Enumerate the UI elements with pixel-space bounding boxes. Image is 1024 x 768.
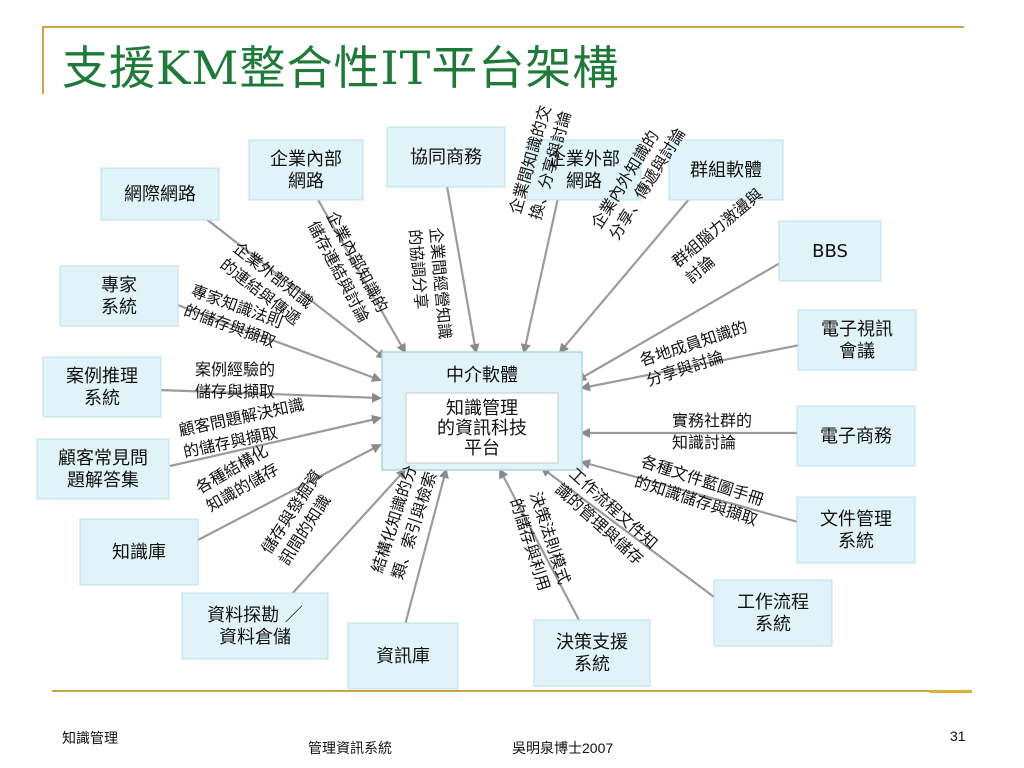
connector-arrow-e5 <box>576 247 807 382</box>
system-node-label: 工作流程 <box>737 592 809 613</box>
connector-arrow-e4 <box>558 197 691 354</box>
system-node-box <box>181 592 329 660</box>
system-node-label: 文件管理 <box>820 509 892 530</box>
connector-arrow-e2 <box>445 185 480 354</box>
footer-subject: 管理資訊系統 <box>308 740 392 756</box>
system-node-label: 資料倉儲 <box>219 627 291 648</box>
slide-title: 支援KM整合性IT平台架構 <box>62 41 620 95</box>
system-node-box <box>668 139 784 201</box>
connector-arrow-e11 <box>580 459 799 524</box>
system-node-box <box>796 496 916 564</box>
connector-arrow-e13 <box>540 466 719 601</box>
footer-rule <box>52 690 972 692</box>
system-node-label: 網路 <box>566 171 602 192</box>
system-node-box <box>713 579 833 647</box>
connector-arrow-e6 <box>174 302 382 382</box>
connector-label-text: 實務社群的 <box>672 411 752 430</box>
footer-accent-rule <box>930 690 972 693</box>
system-node-label: 專家 <box>101 275 137 296</box>
system-node-box <box>59 265 179 327</box>
connector-label-text: 企業間經營知識 <box>426 227 455 340</box>
system-node-box <box>100 167 220 221</box>
connector-label-text: 知識討論 <box>672 433 736 452</box>
system-node-box <box>778 220 882 282</box>
system-node-label: 網際網路 <box>124 184 196 205</box>
connector-arrow-e12 <box>197 444 382 541</box>
title-top-rule <box>42 26 964 28</box>
system-node-box <box>797 309 917 371</box>
system-node-label: 顧客常見問 <box>58 448 148 469</box>
system-node-label: 系統 <box>84 388 120 409</box>
center-inner-text: 的資訊科技 <box>437 418 527 439</box>
system-node-box <box>42 356 162 418</box>
system-node-label: 案例推理 <box>66 366 138 387</box>
system-node-box <box>796 405 916 467</box>
system-node-label: 企業內部 <box>270 149 342 170</box>
system-node-label: 系統 <box>574 654 610 675</box>
system-node-box <box>386 126 506 188</box>
system-node-box <box>79 518 199 586</box>
system-node-box <box>533 619 651 687</box>
connector-arrow-e8 <box>158 388 382 403</box>
footer-author: 吳明泉博士2007 <box>512 740 614 756</box>
center-label: 中介軟體 <box>446 365 518 386</box>
system-node-label: 決策支援 <box>556 632 628 653</box>
system-node-box <box>347 622 459 690</box>
center-inner-text: 知識管理 <box>446 398 518 419</box>
system-node-label: 會議 <box>839 341 875 362</box>
system-node-label: 題解答集 <box>67 470 139 491</box>
system-node-label: 資料探勘 ／ <box>207 605 303 626</box>
system-node-label: 電子視訊 <box>821 319 893 340</box>
footer-page-number: 31 <box>950 728 966 744</box>
title-left-rule <box>42 26 44 94</box>
system-node-label: 網路 <box>288 171 324 192</box>
system-node-label: 群組軟體 <box>690 160 762 181</box>
system-node-box <box>526 139 642 201</box>
system-node-label: 協同商務 <box>410 147 482 168</box>
system-node-label: 企業外部 <box>548 149 620 170</box>
center-inner-box <box>405 392 559 464</box>
connector-arrow-e1 <box>316 197 406 354</box>
connector-arrow-e14 <box>289 468 407 597</box>
connector-arrow-e15 <box>403 468 449 626</box>
connector-label-text: 儲存與擷取 <box>195 382 275 401</box>
center-inner-text: 平台 <box>464 438 500 459</box>
footer-course: 知識管理 <box>62 730 118 746</box>
system-node-label: 系統 <box>755 614 791 635</box>
system-node-label: 電子商務 <box>820 426 892 447</box>
connector-arrow-e7 <box>580 343 801 392</box>
system-node-label: 資訊庫 <box>376 646 430 667</box>
system-node-box <box>248 139 364 201</box>
system-node-box <box>36 438 170 500</box>
connector-arrow-e10 <box>169 414 382 468</box>
connector-arrow-e3 <box>520 197 560 354</box>
connector-label-text: 案例經驗的 <box>195 360 275 379</box>
system-node-label: 知識庫 <box>112 542 166 563</box>
system-node-label: BBS <box>812 241 848 262</box>
connector-arrow-e16 <box>499 468 581 623</box>
system-node-label: 系統 <box>101 297 137 318</box>
connector-arrow-e0 <box>204 217 387 360</box>
system-node-label: 系統 <box>838 531 874 552</box>
